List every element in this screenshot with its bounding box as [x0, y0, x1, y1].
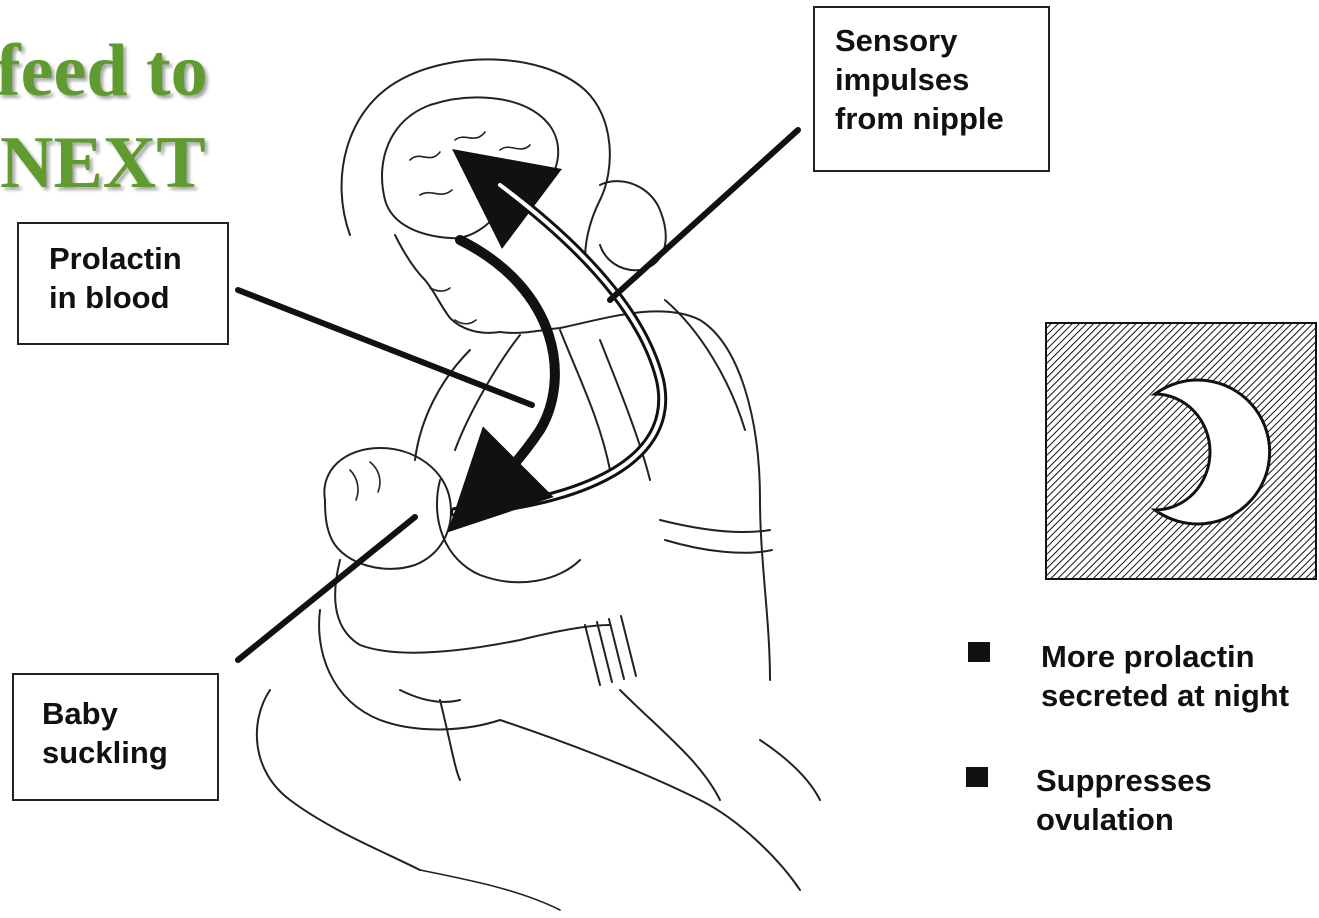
sensory-label-line-2: impulses	[835, 61, 1048, 100]
mother-lap	[257, 690, 820, 890]
sensory-label-line-1: Sensory	[835, 22, 1048, 61]
mother-arm	[319, 610, 500, 780]
brain-outline	[382, 97, 558, 238]
baby-body	[335, 560, 610, 653]
prolactin-leader-line	[238, 290, 532, 405]
prolactin-arrow	[460, 240, 555, 490]
bullet-1-line-2: secreted at night	[1041, 677, 1289, 716]
baby-suckling-label: Baby suckling	[12, 673, 219, 801]
bullet-text: More prolactin secreted at night	[1041, 638, 1289, 716]
sensory-impulses-label: Sensory impulses from nipple	[813, 6, 1050, 172]
bullet-2-line-1: Suppresses	[1036, 762, 1212, 801]
sensory-label-line-3: from nipple	[835, 100, 1048, 139]
baby-leader-line	[238, 517, 415, 660]
mother-head-outline	[342, 59, 610, 260]
night-panel	[1045, 322, 1317, 580]
prolactin-label-line-1: Prolactin	[49, 240, 227, 279]
square-bullet-icon	[968, 642, 990, 662]
bullet-1-line-1: More prolactin	[1041, 638, 1289, 677]
bullet-2-line-2: ovulation	[1036, 801, 1212, 840]
bullet-text: Suppresses ovulation	[1036, 762, 1212, 840]
square-bullet-icon	[966, 767, 988, 787]
baby-head	[324, 448, 451, 569]
baby-label-line-1: Baby	[42, 695, 217, 734]
prolactin-label-line-2: in blood	[49, 279, 227, 318]
sensory-leader-line	[610, 130, 798, 300]
prolactin-in-blood-label: Prolactin in blood	[17, 222, 229, 345]
mother-torso	[415, 311, 770, 680]
baby-label-line-2: suckling	[42, 734, 217, 773]
